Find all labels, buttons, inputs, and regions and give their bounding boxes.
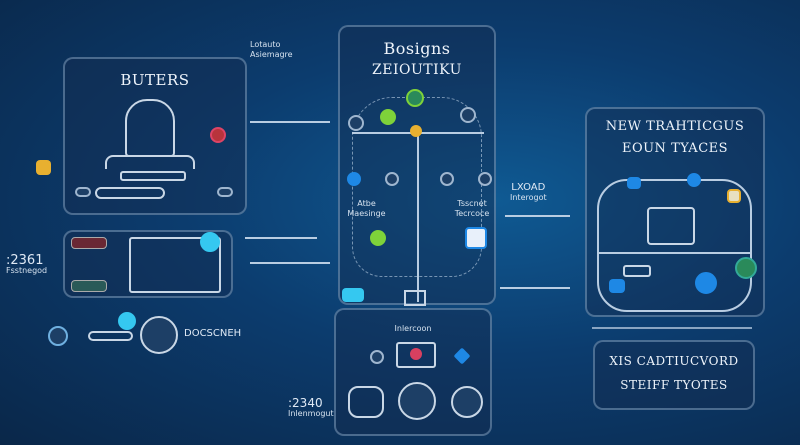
notification-dot — [118, 312, 136, 330]
status-dot[interactable] — [200, 232, 220, 252]
tool-icon — [36, 160, 51, 175]
left-stat-value: :2361 — [6, 253, 44, 268]
card-icon — [71, 237, 107, 249]
right-title-1: NEW TRAHTICGUS — [605, 119, 745, 134]
sub-line: Atbe — [357, 199, 376, 208]
tablet-icon — [647, 207, 695, 245]
center-left-sub: Atbe Maesinge — [344, 199, 389, 219]
cloud-icon — [348, 386, 384, 418]
status-dot[interactable] — [695, 272, 717, 294]
right-label-line2: Interogot — [510, 193, 547, 202]
sub-line: Tecrcoce — [454, 209, 490, 218]
decoration — [417, 132, 419, 302]
right-box-line2: STEIFF TYOTES — [620, 378, 728, 392]
layout-panel — [63, 230, 233, 298]
bottom-stat: :2340 Inlenmogut — [288, 396, 334, 419]
keyboard-icon — [120, 171, 186, 181]
emblem-icon — [140, 316, 178, 354]
connector — [245, 237, 317, 239]
center-bottom-label: Inlercoon — [394, 324, 432, 333]
star-icon — [410, 125, 422, 137]
monitor-icon — [404, 290, 426, 306]
bottom-left-label: DOCSCNEH — [184, 328, 242, 339]
device-icon — [217, 187, 233, 197]
progress-bar — [95, 187, 165, 199]
node-icon[interactable] — [370, 350, 384, 364]
center-right-sub: Tsscnet Tecrcoce — [448, 199, 496, 219]
chat-icon[interactable] — [735, 257, 757, 279]
node-icon[interactable] — [478, 172, 492, 186]
window-frame — [129, 237, 221, 293]
connector — [250, 121, 330, 123]
node-icon[interactable] — [380, 109, 396, 125]
bottom-stat-label: Inlenmogut — [288, 409, 334, 418]
chart-icon — [727, 189, 741, 203]
node-icon[interactable] — [385, 172, 399, 186]
record-icon — [410, 348, 422, 360]
right-title-2: EOUN TYACES — [621, 141, 729, 156]
center-bottom-panel: Inlercoon — [334, 288, 492, 436]
node-icon[interactable] — [406, 89, 424, 107]
battery-icon — [623, 265, 651, 277]
right-label: LXOAD Interogot — [510, 182, 547, 203]
left-stat: :2361 Fsstnegod — [6, 253, 48, 276]
node-icon[interactable] — [370, 230, 386, 246]
top-label-line2: Asiemagre — [250, 50, 293, 59]
top-label: Lotauto Asiemagre — [250, 40, 293, 60]
decoration — [597, 252, 752, 254]
flow-outline — [597, 179, 752, 312]
sub-line: Tsscnet — [457, 199, 487, 208]
right-label-line1: LXOAD — [511, 182, 546, 193]
decoration — [592, 327, 752, 329]
center-panel: Bosigns ZEIOUTIKU Atbe Maesinge Tsscnet … — [338, 25, 496, 305]
sub-line: Maesinge — [347, 209, 386, 218]
device-icon — [75, 187, 91, 197]
router-icon — [88, 331, 133, 341]
node-icon[interactable] — [627, 177, 641, 189]
center-title-1: Bosigns — [383, 39, 451, 58]
network-icon — [451, 386, 483, 418]
node-icon[interactable] — [348, 115, 364, 131]
right-panel: NEW TRAHTICGUS EOUN TYACES — [585, 107, 765, 317]
top-label-line1: Lotauto — [250, 40, 281, 49]
bottom-stat-value: :2340 — [288, 396, 323, 410]
monitor-icon — [342, 288, 364, 302]
node-icon[interactable] — [687, 173, 701, 187]
hexagon-icon — [48, 326, 68, 346]
center-title-2: ZEIOUTIKU — [372, 62, 462, 78]
card-icon — [71, 280, 107, 292]
connector — [500, 287, 570, 289]
connector — [505, 215, 570, 217]
person-icon — [125, 99, 175, 157]
right-box-line1: XIS CADTIUCVORD — [609, 354, 739, 368]
decoration — [210, 127, 226, 143]
node-icon[interactable] — [347, 172, 361, 186]
node-icon[interactable] — [609, 279, 625, 293]
panel-title: BUTERS — [120, 71, 190, 89]
desk-icon — [105, 155, 195, 169]
image-icon — [465, 227, 487, 249]
left-stat-label: Fsstnegod — [6, 266, 48, 275]
screen-frame — [396, 342, 436, 368]
node-icon[interactable] — [460, 107, 476, 123]
diamond-icon[interactable] — [453, 347, 471, 365]
target-icon — [398, 382, 436, 420]
connector — [250, 262, 330, 264]
node-icon[interactable] — [440, 172, 454, 186]
right-bottom-box: XIS CADTIUCVORD STEIFF TYOTES — [593, 340, 755, 410]
buters-panel: BUTERS — [63, 57, 247, 215]
